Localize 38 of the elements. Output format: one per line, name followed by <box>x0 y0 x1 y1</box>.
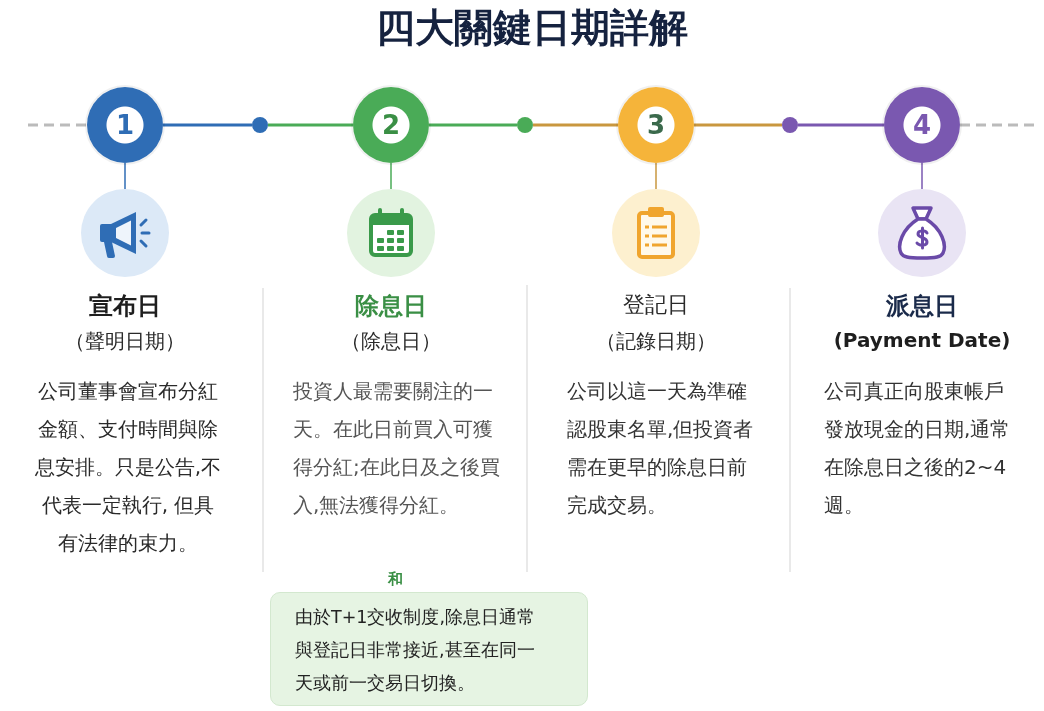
connector-line <box>390 162 392 190</box>
date-subheading: （聲明日期） <box>65 328 185 355</box>
note-heading: 和 <box>388 570 403 589</box>
timeline-dot <box>517 117 533 133</box>
date-subheading: （記錄日期） <box>596 328 716 355</box>
date-heading: 除息日 <box>355 291 427 322</box>
date-subheading: （除息日） <box>341 328 441 355</box>
description-text: 公司董事會宣布分紅金額、支付時間與除息安排。只是公告,不代表一定執行, 但具有法律的束力。 <box>33 378 223 557</box>
timeline-line <box>533 123 618 127</box>
timeline-dot <box>782 117 798 133</box>
timeline-line <box>798 123 884 127</box>
clipboard-icon <box>612 189 700 277</box>
timeline-line <box>429 123 517 127</box>
step-number-circle: 4 <box>884 87 960 163</box>
calendar-icon <box>347 189 435 277</box>
timeline-dot <box>252 117 268 133</box>
description-text: 投資人最需要關注的一天。在此日前買入可獲得分紅;在此日及之後買入,無法獲得分紅。 <box>293 378 501 519</box>
timeline-line <box>694 123 782 127</box>
timeline-line <box>163 123 252 127</box>
dashed-line <box>28 123 87 127</box>
step-number-circle: 1 <box>87 87 163 163</box>
title: 四大關鍵日期詳解 <box>376 4 688 52</box>
money-bag-icon <box>878 189 966 277</box>
step-number-circle: 2 <box>353 87 429 163</box>
connector-line <box>124 162 126 190</box>
date-heading: 登記日 <box>623 291 689 319</box>
connector-line <box>655 162 657 190</box>
note-callout: 由於T+1交收制度,除息日通常與登記日非常接近,甚至在同一天或前一交易日切換。 <box>270 592 588 706</box>
date-subheading: (Payment Date) <box>833 328 1011 352</box>
step-number-circle: 3 <box>618 87 694 163</box>
timeline-line <box>268 123 353 127</box>
description-text: 公司以這一天為準確認股東名單,但投資者需在更早的除息日前完成交易。 <box>567 378 755 519</box>
connector-line <box>921 162 923 190</box>
dashed-line <box>960 123 1034 127</box>
megaphone-icon <box>81 189 169 277</box>
date-heading: 派息日 <box>886 291 958 322</box>
date-heading: 宣布日 <box>89 291 161 322</box>
description-text: 公司真正向股東帳戶發放現金的日期,通常在除息日之後的2~4週。 <box>824 378 1012 519</box>
